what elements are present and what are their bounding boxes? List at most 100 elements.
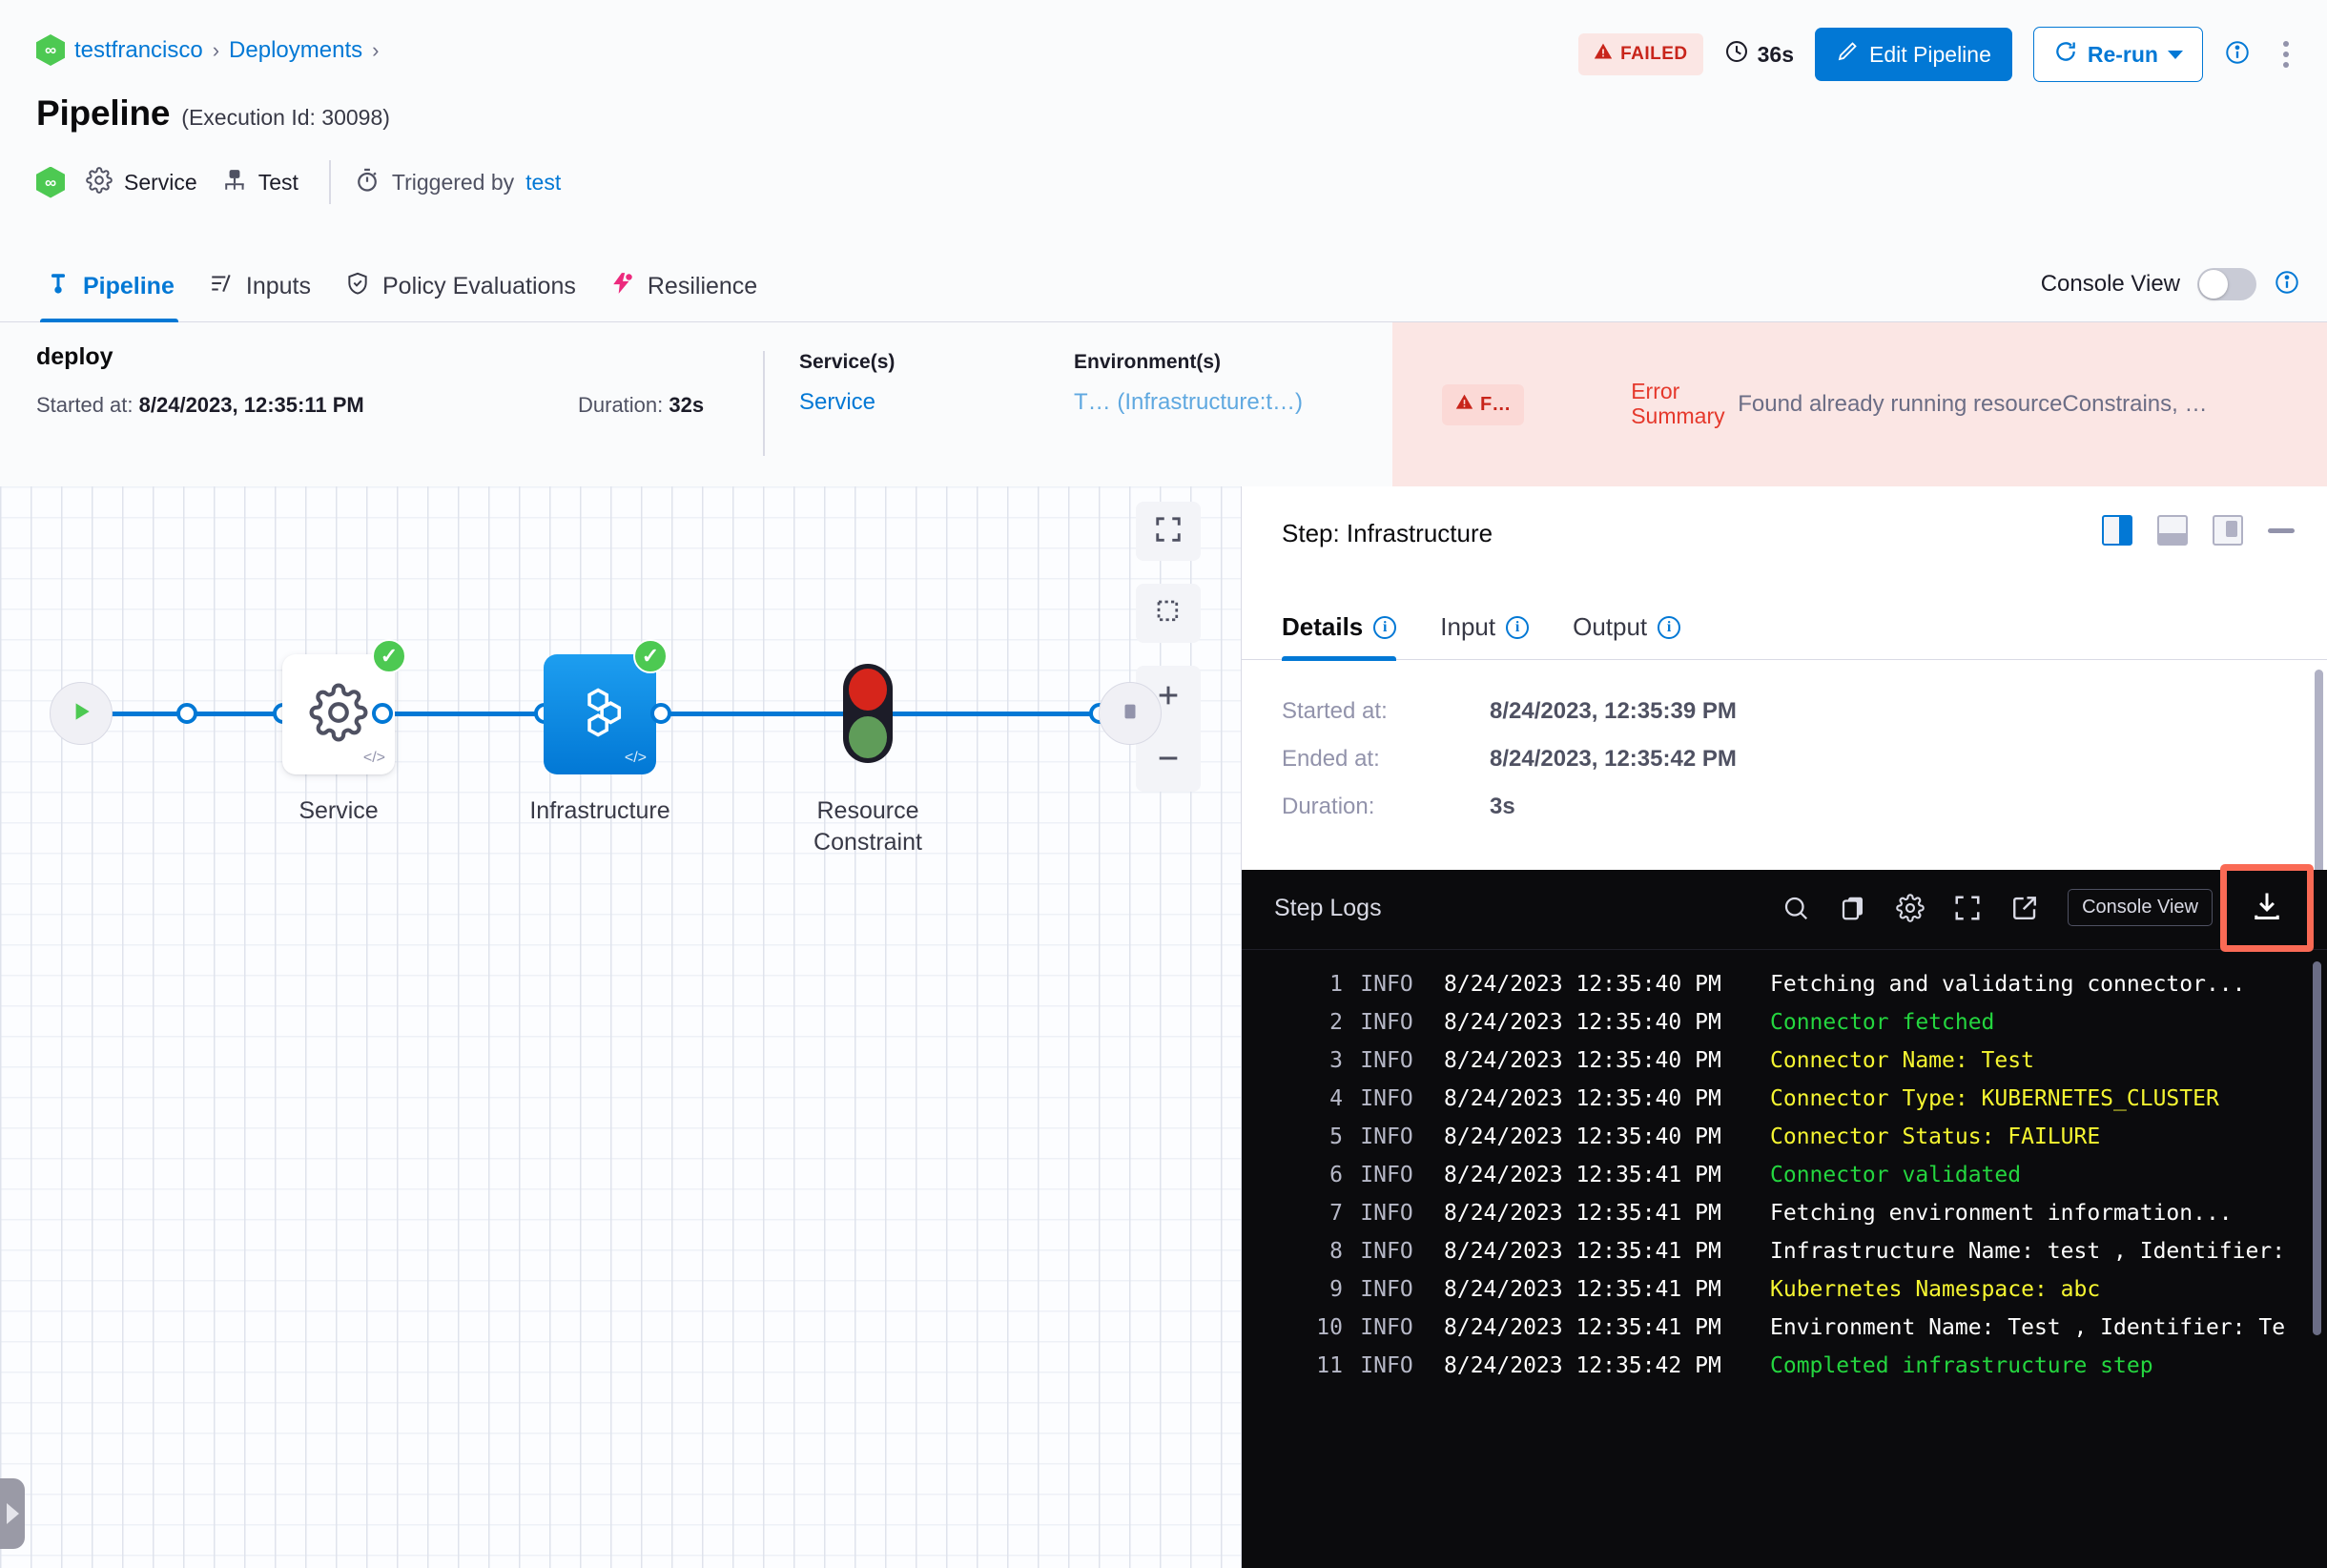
tab-inputs[interactable]: Inputs <box>199 271 336 321</box>
log-line-number: 6 <box>1329 1163 1343 1187</box>
log-line-timestamp: 8/24/2023 12:35:41 PM <box>1444 1239 1721 1264</box>
breadcrumb-separator-icon: › <box>212 37 220 62</box>
tab-input[interactable]: Input i <box>1440 612 1552 659</box>
services-value-link[interactable]: Service <box>799 389 876 415</box>
zoom-out-button[interactable] <box>1136 729 1201 792</box>
zoom-to-selection-button[interactable] <box>1136 584 1201 643</box>
stage-services-column: Service(s) Service <box>799 351 895 416</box>
stage-duration-label: Duration: <box>578 393 664 417</box>
traffic-light-red <box>849 669 887 711</box>
fullscreen-icon[interactable] <box>1953 894 1982 922</box>
tab-list: Pipeline Inputs Policy Evaluations <box>36 271 782 323</box>
info-circle-icon[interactable] <box>2224 39 2251 71</box>
log-line-timestamp: 8/24/2023 12:35:40 PM <box>1444 1048 1721 1073</box>
tab-output[interactable]: Output i <box>1573 612 1703 659</box>
environments-header: Environment(s) <box>1074 351 1222 373</box>
log-line-timestamp: 8/24/2023 12:35:41 PM <box>1444 1201 1721 1226</box>
console-view-toggle-group: Console View <box>2041 268 2300 300</box>
layout-float-icon[interactable] <box>2213 515 2243 546</box>
step-panel-header: Step: Infrastructure <box>1242 486 2327 582</box>
tab-pipeline[interactable]: Pipeline <box>36 271 199 323</box>
kebab-menu-icon[interactable] <box>2272 33 2300 75</box>
detail-key-started: Started at: <box>1282 698 1388 724</box>
log-lines-container[interactable]: 1 INFO 8/24/2023 12:35:40 PM Fetching an… <box>1242 950 2327 1568</box>
detail-row-started: Started at: 8/24/2023, 12:35:39 PM <box>1282 698 2327 725</box>
code-brackets-icon-infra: </> <box>624 750 647 766</box>
stage-started-label: Started at: <box>36 393 134 417</box>
tab-resilience[interactable]: Resilience <box>601 271 782 321</box>
layout-right-split-icon[interactable] <box>2102 515 2132 546</box>
step-panel-layout-controls <box>2102 515 2295 546</box>
page-title-row: Pipeline (Execution Id: 30098) <box>36 93 390 134</box>
log-line-number: 4 <box>1329 1086 1343 1111</box>
step-logs-title: Step Logs <box>1274 895 1382 921</box>
log-line-message: Fetching environment information... <box>1770 1201 2233 1226</box>
environments-value-link[interactable]: T… (Infrastructure:t…) <box>1074 389 1304 415</box>
fit-to-screen-button[interactable] <box>1136 502 1201 561</box>
breadcrumb-link-project[interactable]: testfrancisco <box>74 36 203 63</box>
stop-icon <box>1120 701 1141 727</box>
layout-bottom-split-icon[interactable] <box>2157 515 2188 546</box>
console-view-label: Console View <box>2040 271 2180 297</box>
download-logs-button[interactable] <box>2220 864 2314 952</box>
open-external-icon[interactable] <box>2010 894 2039 922</box>
log-line-message: Kubernetes Namespace: abc <box>1770 1277 2101 1302</box>
log-line-level: INFO <box>1360 1201 1413 1226</box>
minimize-icon[interactable] <box>2268 527 2295 533</box>
stage-started: Started at: 8/24/2023, 12:35:11 PM <box>36 393 364 418</box>
rerun-button[interactable]: Re-run <box>2032 27 2203 82</box>
meta-environment: Test <box>222 168 323 197</box>
stage-name: deploy <box>36 343 113 370</box>
log-line-timestamp: 8/24/2023 12:35:40 PM <box>1444 1086 1721 1111</box>
pencil-icon <box>1836 40 1859 69</box>
console-view-switch[interactable] <box>2197 268 2256 300</box>
node-status-success-service: ✓ <box>372 639 406 673</box>
log-line-number: 8 <box>1329 1239 1343 1264</box>
info-circle-icon-details[interactable]: i <box>1373 615 1397 639</box>
play-icon <box>69 699 93 729</box>
graph-start-node[interactable] <box>50 682 113 745</box>
detail-value-started: 8/24/2023, 12:35:39 PM <box>1490 698 1737 724</box>
pipeline-icon <box>46 271 71 302</box>
page-title: Pipeline <box>36 93 171 133</box>
panel-scrollbar[interactable] <box>2315 670 2323 956</box>
status-badge-label: FAILED <box>1620 44 1688 64</box>
stage-status-badge-label: F… <box>1480 393 1512 415</box>
tab-output-label: Output <box>1573 612 1648 641</box>
error-summary-label: Error Summary <box>1631 379 1725 428</box>
graph-node-resource-constraint[interactable] <box>843 664 893 763</box>
log-line: 3 INFO 8/24/2023 12:35:40 PM Connector N… <box>1242 1042 2327 1080</box>
log-scrollbar[interactable] <box>2313 961 2321 1335</box>
info-circle-icon-input[interactable]: i <box>1506 615 1530 639</box>
services-header: Service(s) <box>799 351 896 373</box>
trigger-user-link[interactable]: test <box>525 169 562 195</box>
info-circle-icon-output[interactable]: i <box>1658 615 1681 639</box>
log-line-message: Connector Name: Test <box>1770 1048 2034 1073</box>
info-circle-icon-console[interactable] <box>2274 269 2300 300</box>
tab-resilience-label: Resilience <box>647 273 758 299</box>
zoom-in-button[interactable] <box>1136 666 1201 729</box>
tab-details[interactable]: Details i <box>1282 612 1419 661</box>
breadcrumb-link-deployments[interactable]: Deployments <box>229 36 363 63</box>
log-line: 8 INFO 8/24/2023 12:35:41 PM Infrastruct… <box>1242 1232 2327 1270</box>
connector-dot-service-out <box>372 703 393 724</box>
detail-key-duration: Duration: <box>1282 794 1375 819</box>
log-line-timestamp: 8/24/2023 12:35:40 PM <box>1444 972 1721 997</box>
traffic-light-green <box>849 716 887 758</box>
logs-console-view-button[interactable]: Console View <box>2068 889 2213 926</box>
tab-policy-evaluations[interactable]: Policy Evaluations <box>336 271 601 321</box>
log-line-timestamp: 8/24/2023 12:35:42 PM <box>1444 1353 1721 1378</box>
pipeline-canvas[interactable]: </> ✓ Service </> ✓ <box>0 486 1242 1568</box>
graph-node-infrastructure[interactable]: </> ✓ <box>544 639 668 774</box>
refresh-icon <box>2053 39 2078 70</box>
left-drawer-handle[interactable] <box>0 1478 25 1549</box>
step-logs-panel: Step Logs <box>1242 864 2327 1568</box>
edit-pipeline-button[interactable]: Edit Pipeline <box>1815 28 2012 81</box>
settings-gear-icon[interactable] <box>1896 893 1925 922</box>
search-icon[interactable] <box>1781 894 1810 922</box>
graph-end-node[interactable] <box>1099 682 1162 745</box>
tab-pipeline-label: Pipeline <box>83 273 175 299</box>
chevron-right-icon <box>6 1503 19 1524</box>
copy-icon[interactable] <box>1839 894 1867 922</box>
header-actions: FAILED 36s Edit Pipeline <box>1578 27 2300 82</box>
